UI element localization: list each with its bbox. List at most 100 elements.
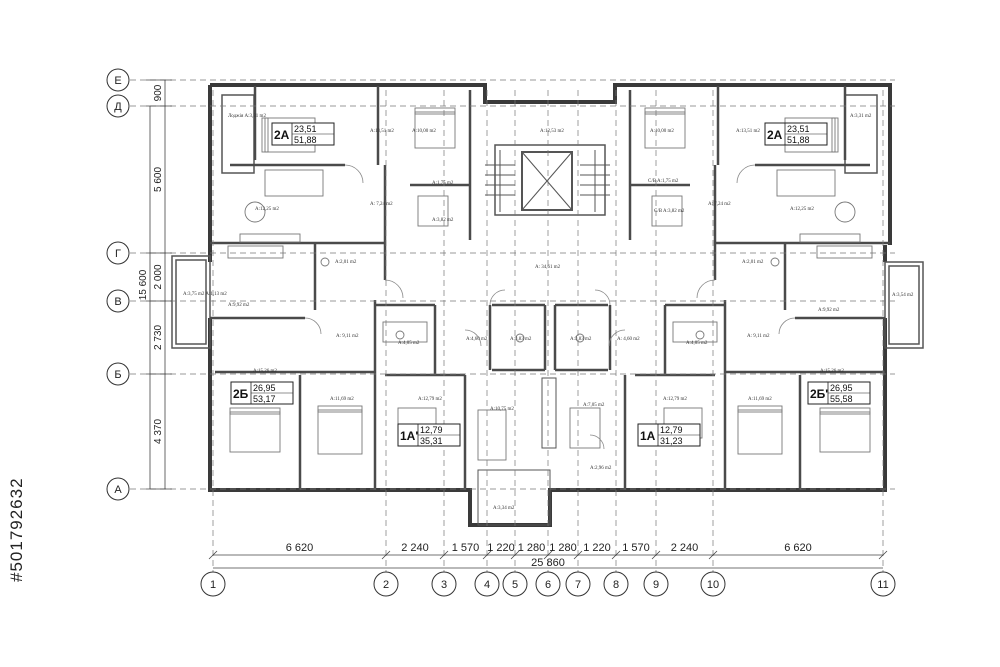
- apartment-living-area: 12,79: [660, 425, 683, 435]
- apartment-type: 1А: [640, 429, 656, 443]
- apartment-living-area: 26,95: [830, 383, 853, 393]
- column-axis-label: 8: [613, 579, 619, 591]
- column-axis-label: 6: [545, 579, 551, 591]
- room-area-label: A:7,05 m2: [583, 403, 605, 408]
- room-area-label: A:10,00 m2: [412, 129, 436, 134]
- horizontal-dimension-tick: [573, 550, 583, 560]
- column-axis-label: 5: [512, 579, 518, 591]
- room-area-label: Лоджія A:3,31 m2: [228, 114, 266, 119]
- column-axis-label: 11: [877, 579, 888, 591]
- horizontal-dimension-tick: [651, 550, 661, 560]
- column-axis-label: 1: [210, 579, 216, 591]
- room-area-label: A:12,25 m2: [255, 207, 279, 212]
- horizontal-dimension-label: 1 280: [518, 542, 546, 554]
- room-area-label: A:2,01 m2: [742, 260, 764, 265]
- horizontal-dimension-tick: [543, 550, 553, 560]
- room-area-labels: Лоджія A:3,31 m2 A:13,51 m2 A:10,00 m2 A:12…: [183, 114, 914, 511]
- horizontal-dimension-label: 1 570: [452, 542, 480, 554]
- horizontal-dimension-tick: [708, 550, 718, 560]
- apartment-type: 2А: [767, 128, 783, 142]
- room-area-label: A:11,69 m2: [748, 397, 772, 402]
- row-axis-label: Д: [114, 101, 122, 113]
- horizontal-dimension-label: 1 570: [622, 542, 650, 554]
- horizontal-dimension-label: 1 220: [487, 542, 515, 554]
- horizontal-dimension-tick: [208, 550, 218, 560]
- room-area-label: A:9,92 m2: [818, 308, 840, 313]
- room-area-label: A:2,96 m2: [590, 466, 612, 471]
- horizontal-dimension-label: 1 280: [549, 542, 577, 554]
- horizontal-dimension-tick: [482, 550, 492, 560]
- apartment-total-area: 35,31: [420, 436, 443, 446]
- column-axis-label: 4: [484, 579, 490, 591]
- column-axis-bubble: [200, 571, 226, 597]
- column-axis-bubble: [643, 571, 669, 597]
- horizontal-total-label: 25 860: [531, 557, 565, 569]
- furniture: [227, 107, 873, 461]
- row-axis-label: Е: [114, 75, 121, 87]
- horizontal-dimension-label: 6 620: [286, 542, 314, 554]
- room-area-label: A:3,82 m2: [432, 218, 454, 223]
- horizontal-dimension-label: 2 240: [671, 542, 699, 554]
- room-area-label: A: 4,60 m2: [617, 337, 640, 342]
- vertical-dimension-label: 900: [153, 84, 164, 101]
- room-area-label: A: 9,11 m2: [336, 334, 359, 339]
- column-axis-bubble: [603, 571, 629, 597]
- room-area-label: A:4,60 m2: [466, 337, 488, 342]
- room-area-label: A:3,54 m2: [892, 293, 914, 298]
- room-area-label: A:3,34 m2: [493, 506, 515, 511]
- room-area-label: A:10,75 m2: [490, 407, 514, 412]
- column-axis-bubble: [565, 571, 591, 597]
- column-axis-bubble: [502, 571, 528, 597]
- stock-image-id: #501792632: [7, 477, 26, 583]
- row-axis-label: Б: [114, 369, 121, 381]
- dimension-lines: [146, 79, 888, 569]
- column-axis-bubble: [373, 571, 399, 597]
- room-area-label: A:10,00 m2: [650, 129, 674, 134]
- apartment-living-area: 23,51: [787, 124, 810, 134]
- apartment-living-area: 12,79: [420, 425, 443, 435]
- room-area-label: A:3,31 m2: [850, 114, 872, 119]
- column-axis-label: 2: [383, 579, 389, 591]
- horizontal-dimension-tick: [510, 550, 520, 560]
- interior-walls: [210, 86, 890, 490]
- vertical-dimension-label: 2 730: [153, 325, 164, 350]
- room-area-label: A:4,05 m2: [686, 341, 708, 346]
- apartment-type: 2А: [274, 128, 290, 142]
- row-axis-bubble: [106, 68, 130, 92]
- apartment-type: 2Б': [810, 387, 828, 401]
- room-area-label: A: 9,11 m2: [747, 334, 770, 339]
- room-area-label: A:13,51 m2: [370, 129, 394, 134]
- horizontal-dimension-tick: [878, 550, 888, 560]
- row-axis-bubble: [106, 362, 130, 386]
- column-axis-bubble: [700, 571, 726, 597]
- room-area-label: A: 34,61 m2: [535, 265, 561, 270]
- vertical-dimension-label: 4 370: [153, 419, 164, 444]
- stair-elevator-core: [477, 144, 610, 526]
- room-area-label: A:3,83 m2: [510, 337, 532, 342]
- apartment-total-area: 51,88: [294, 135, 317, 145]
- apartment-total-area: 31,23: [660, 436, 683, 446]
- horizontal-dimension-tick: [381, 550, 391, 560]
- row-axis-bubble: [106, 289, 130, 313]
- column-axis-bubble: [870, 571, 896, 597]
- column-axis-bubble: [535, 571, 561, 597]
- room-area-label: A:3,75 m2 A:1,13 m2: [183, 292, 227, 297]
- axis-grid-lines: [130, 79, 895, 572]
- horizontal-dimension-label: 2 240: [401, 542, 429, 554]
- room-area-label: A:9,92 m2: [228, 303, 250, 308]
- horizontal-dimension-label: 6 620: [784, 542, 812, 554]
- horizontal-dimension-tick: [439, 550, 449, 560]
- room-area-label: A: 7,24 m2: [370, 202, 393, 207]
- horizontal-dimension-tick: [611, 550, 621, 560]
- vertical-dimension-label: 2 000: [153, 264, 164, 289]
- room-area-label: A:1,75 m2: [432, 181, 454, 186]
